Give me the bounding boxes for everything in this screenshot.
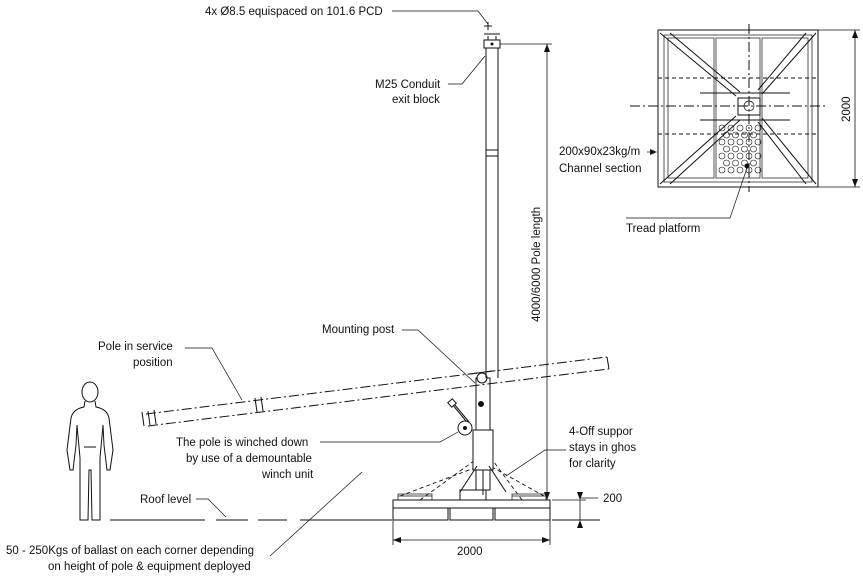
tread-hole xyxy=(723,159,730,167)
pole-length-label: 4000/6000 Pole length xyxy=(531,207,543,322)
tread-hole xyxy=(723,145,730,153)
ballast-base xyxy=(392,489,551,521)
tread-hole xyxy=(745,124,753,132)
tread-hole xyxy=(718,124,726,132)
tread-hole xyxy=(727,166,735,174)
stays-label-3: for clarity xyxy=(569,458,616,470)
vertical-pole xyxy=(483,33,501,378)
ballast-leader xyxy=(269,471,363,557)
tread-hole xyxy=(754,138,762,146)
winch-label-2: by use of a demountable xyxy=(186,453,312,465)
service-leader xyxy=(185,347,243,401)
ghost-stays xyxy=(399,457,545,501)
holes-label: 4x Ø8.5 equispaced on 101.6 PCD xyxy=(205,6,383,18)
tread-hole xyxy=(718,166,726,174)
tread-hole xyxy=(750,131,757,139)
service-label-1: Pole in service xyxy=(98,341,173,353)
winch-leader xyxy=(320,431,459,443)
stays-leader xyxy=(505,449,566,477)
base-height-dimension xyxy=(552,492,598,528)
tread-hole xyxy=(732,131,739,139)
tread-hole xyxy=(754,152,762,160)
tread-hole xyxy=(745,152,753,160)
tread-hole xyxy=(727,152,735,160)
tilted-pole xyxy=(141,356,610,427)
holes-leader xyxy=(392,10,489,25)
plan-width-label: 2000 xyxy=(841,96,853,122)
service-label-2: position xyxy=(133,357,173,369)
stays-label-1: 4-Off suppor xyxy=(569,426,633,438)
tread-hole xyxy=(718,152,726,160)
tread-platform-pattern xyxy=(718,124,762,174)
ballast-label-1: 50 - 250Kgs of ballast on each corner de… xyxy=(6,545,254,557)
tread-hole xyxy=(736,138,744,146)
tread-hole xyxy=(732,159,739,167)
tread-hole xyxy=(741,131,748,139)
conduit-label-1: M25 Conduit xyxy=(375,79,441,91)
conduit-label-2: exit block xyxy=(392,94,440,106)
channel-arrow xyxy=(650,149,657,155)
tread-hole xyxy=(736,166,744,174)
mounting-post-leader xyxy=(402,329,476,384)
tread-hole xyxy=(736,152,744,160)
tread-hole xyxy=(718,138,726,146)
roof-level-leader xyxy=(196,498,227,518)
base-width-label: 2000 xyxy=(457,546,483,558)
tread-dot xyxy=(744,163,750,169)
winch-label-3: winch unit xyxy=(261,469,314,481)
roof-level-label: Roof level xyxy=(140,494,191,506)
tread-hole xyxy=(750,145,757,153)
plan-view xyxy=(630,24,826,192)
tread-hole xyxy=(741,145,748,153)
tread-leader xyxy=(626,167,748,219)
pole-length-dimension xyxy=(500,43,552,500)
tread-hole xyxy=(727,138,735,146)
tread-hole xyxy=(727,124,735,132)
tread-hole xyxy=(754,166,762,174)
conduit-leader xyxy=(448,55,486,85)
stays-label-2: stays in ghos xyxy=(569,442,636,454)
tread-hole xyxy=(745,138,753,146)
base-height-label: 200 xyxy=(603,493,622,505)
tread-label: Tread platform xyxy=(626,223,700,235)
tread-hole xyxy=(754,124,762,132)
mounting-post-label: Mounting post xyxy=(322,324,395,336)
tread-hole xyxy=(750,159,757,167)
human-figure xyxy=(66,381,114,521)
winch-label-1: The pole is winched down xyxy=(176,437,308,449)
tread-hole xyxy=(723,131,730,139)
channel-label-1: 200x90x23kg/m xyxy=(559,146,640,158)
channel-label-2: Channel section xyxy=(559,163,641,175)
tread-hole xyxy=(732,145,739,153)
winch-unit xyxy=(447,398,484,436)
plan-width-dimension xyxy=(818,29,860,188)
base-width-dimension xyxy=(392,520,551,545)
tread-hole xyxy=(736,124,744,132)
ballast-label-2: on height of pole & equipment deployed xyxy=(48,561,251,573)
holes-tick xyxy=(484,22,492,30)
